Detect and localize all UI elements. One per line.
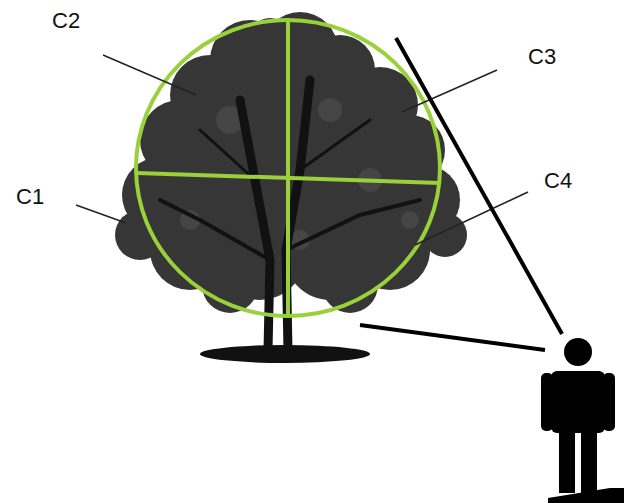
callout-label: C4 (544, 170, 572, 192)
sight-line (360, 38, 562, 350)
callout-label: C1 (16, 186, 44, 208)
callout-label: C3 (528, 46, 556, 68)
crown-circle (136, 20, 440, 316)
callout-label: C2 (52, 10, 80, 32)
person-figure (541, 338, 624, 503)
tree-crown (115, 12, 467, 313)
